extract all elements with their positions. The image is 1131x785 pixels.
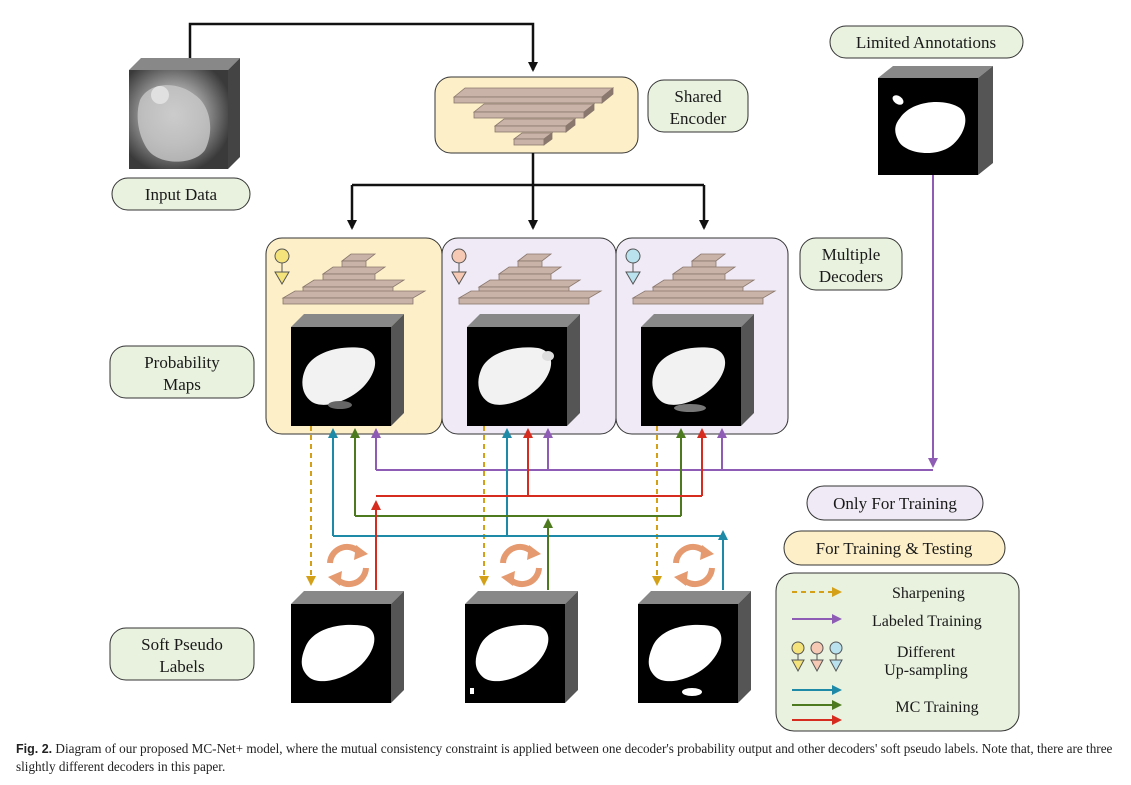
caption-fig-label: Fig. 2. xyxy=(16,742,53,756)
upsample-icon-blue xyxy=(625,248,641,285)
svg-text:Maps: Maps xyxy=(163,375,201,394)
svg-text:Only For Training: Only For Training xyxy=(833,494,957,513)
input-to-encoder-arrow xyxy=(188,22,538,72)
shared-encoder-block xyxy=(434,76,639,154)
caption-text: Diagram of our proposed MC-Net+ model, w… xyxy=(16,741,1113,774)
svg-text:Shared: Shared xyxy=(674,87,722,106)
decoder-2-layers xyxy=(457,253,603,305)
decoder-3-layers xyxy=(631,253,777,305)
legend-labeled-text: Labeled Training xyxy=(872,613,982,630)
input-data-label: Input Data xyxy=(111,177,251,211)
svg-text:Limited Annotations: Limited Annotations xyxy=(856,33,996,52)
annotation-volume xyxy=(878,66,993,175)
svg-text:Decoders: Decoders xyxy=(819,267,883,286)
legend-mc-training-text: MC Training xyxy=(895,699,978,716)
model-diagram: Input Data Shared Encoder xyxy=(109,22,1024,732)
encoder-to-decoders-arrows xyxy=(347,153,709,230)
shared-encoder-label: Shared Encoder xyxy=(647,79,749,133)
svg-text:Soft Pseudo: Soft Pseudo xyxy=(141,635,223,654)
legend-upsample-text-2: Up-sampling xyxy=(884,662,968,679)
legend-sharpening-text: Sharpening xyxy=(892,585,965,602)
soft-pseudo-label-1 xyxy=(291,591,404,703)
multiple-decoders-label: Multiple Decoders xyxy=(799,237,903,291)
upsample-icon-yellow xyxy=(274,248,290,285)
probability-maps-label: Probability Maps xyxy=(109,345,255,399)
input-data-volume xyxy=(129,58,240,169)
svg-text:Encoder: Encoder xyxy=(670,109,727,128)
labeled-training-lines xyxy=(371,428,933,471)
probability-map-2 xyxy=(467,314,580,426)
only-for-training-box: Only For Training xyxy=(806,485,984,521)
sharpening-lines xyxy=(306,426,662,586)
soft-pseudo-labels-label: Soft Pseudo Labels xyxy=(109,627,255,681)
cycle-icon-2 xyxy=(500,543,542,588)
svg-text:Probability: Probability xyxy=(144,353,220,372)
mc-training-red-lines xyxy=(371,428,707,590)
probability-map-1 xyxy=(291,314,404,426)
figure-caption: Fig. 2. Diagram of our proposed MC-Net+ … xyxy=(16,740,1116,776)
cycle-icon-3 xyxy=(673,543,715,588)
mc-training-blue-lines xyxy=(328,428,728,590)
legend-upsample-text-1: Different xyxy=(897,644,956,661)
decoder-1-layers xyxy=(281,253,427,305)
svg-text:Multiple: Multiple xyxy=(822,245,881,264)
svg-text:For Training & Testing: For Training & Testing xyxy=(816,539,973,558)
probability-map-3 xyxy=(641,314,754,426)
svg-text:Input Data: Input Data xyxy=(145,185,218,204)
legend-upsample-icons xyxy=(791,641,843,673)
svg-text:Labels: Labels xyxy=(159,657,204,676)
upsample-icon-peach xyxy=(451,248,467,285)
soft-pseudo-label-3 xyxy=(638,591,751,703)
for-training-testing-box: For Training & Testing xyxy=(783,530,1006,566)
legend: Sharpening Labeled Training Different Up… xyxy=(775,572,1020,732)
soft-pseudo-label-2 xyxy=(465,591,578,703)
cycle-icon-1 xyxy=(327,543,369,588)
limited-annotations-label: Limited Annotations xyxy=(829,25,1024,59)
mc-training-green-lines xyxy=(350,428,686,590)
